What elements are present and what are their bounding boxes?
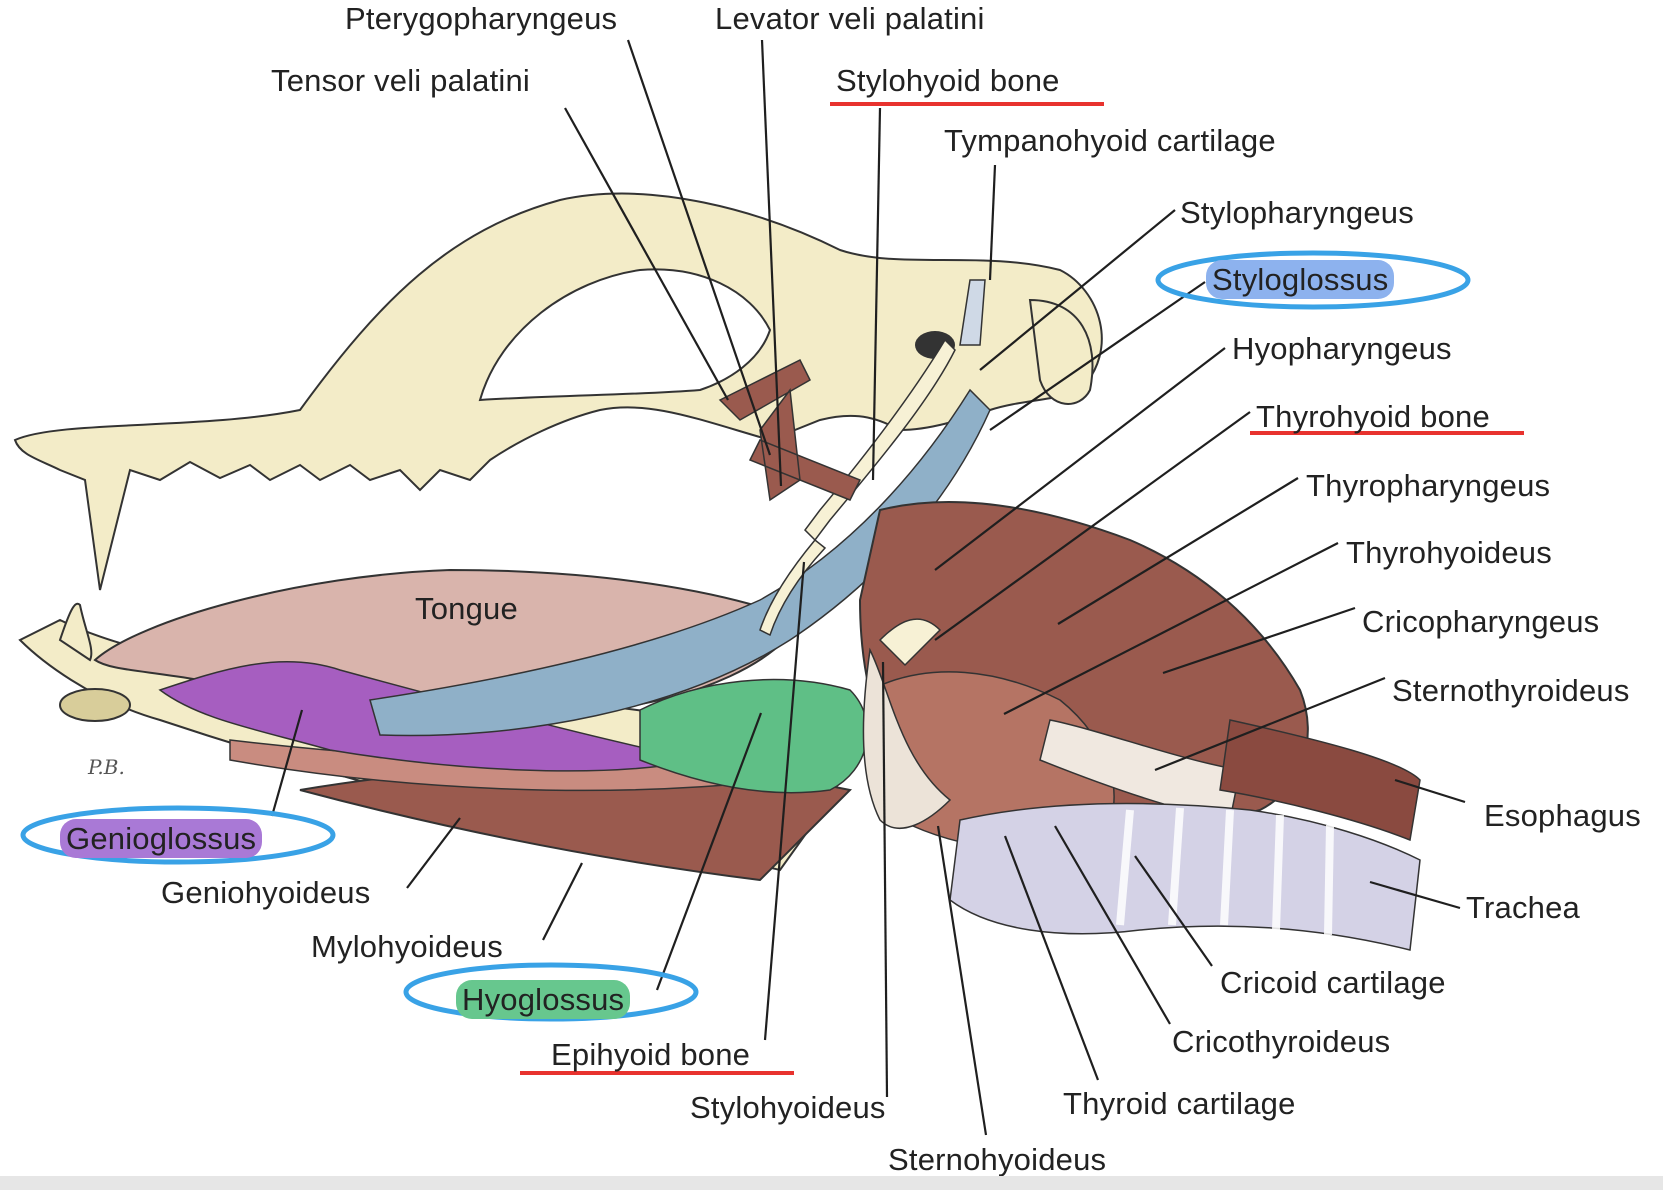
label-genioglossus: Genioglossus (60, 819, 263, 858)
label-thyrohyoid-bone: Thyrohyoid bone (1256, 399, 1490, 434)
label-cricothyroideus: Cricothyroideus (1172, 1024, 1391, 1059)
lower-canine (58, 602, 93, 662)
styloglossus-muscle (369, 388, 991, 737)
label-stylohyoid-bone: Stylohyoid bone (836, 63, 1060, 98)
label-thyropharyngeus: Thyropharyngeus (1306, 468, 1551, 503)
epihyoid-bone-shape (759, 538, 827, 637)
label-hyoglossus: Hyoglossus (456, 980, 631, 1019)
label-tympanohyoid-cartilage: Tympanohyoid cartilage (944, 123, 1276, 158)
label-hyopharyngeus: Hyopharyngeus (1232, 331, 1452, 366)
label-mylohyoideus: Mylohyoideus (311, 929, 503, 964)
esophagus-shape (1219, 719, 1421, 842)
label-thyrohyoideus: Thyrohyoideus (1346, 535, 1552, 570)
label-epihyoid-bone: Epihyoid bone (551, 1037, 751, 1072)
tympanic-bulla (1028, 298, 1094, 405)
trachea-shape (949, 802, 1421, 951)
highlight-circles (20, 250, 1471, 1022)
label-cricoid-cartilage: Cricoid cartilage (1220, 965, 1446, 1000)
label-tensor-veli-palatini: Tensor veli palatini (271, 63, 531, 98)
label-esophagus: Esophagus (1484, 798, 1641, 833)
label-levator-veli-palatini: Levator veli palatini (715, 1, 985, 36)
label-pterygopharyngeus: Pterygopharyngeus (345, 1, 618, 36)
bottom-border-bar (0, 1176, 1663, 1190)
mandible-symphysis (59, 688, 131, 722)
label-cricopharyngeus: Cricopharyngeus (1362, 604, 1600, 639)
label-trachea: Trachea (1466, 890, 1580, 925)
label-tongue: Tongue (415, 591, 518, 626)
label-styloglossus: Styloglossus (1206, 260, 1395, 299)
label-sternothyroideus: Sternothyroideus (1392, 673, 1630, 708)
trachea-rings (1116, 807, 1334, 936)
label-geniohyoideus: Geniohyoideus (161, 875, 371, 910)
skull-cavity (478, 268, 772, 402)
thyrohyoid-bone-shape (878, 618, 942, 667)
leader-lines (270, 39, 1466, 1136)
artist-signature: P.B. (88, 755, 125, 779)
label-stylopharyngeus: Stylopharyngeus (1180, 195, 1414, 230)
underlines (520, 102, 1524, 1075)
label-sternohyoideus: Sternohyoideus (888, 1142, 1107, 1177)
label-thyroid-cartilage: Thyroid cartilage (1063, 1086, 1296, 1121)
label-stylohyoideus: Stylohyoideus (690, 1090, 886, 1125)
tympanohyoid-cartilage-shape (959, 279, 986, 346)
palatal-muscles (718, 358, 862, 502)
